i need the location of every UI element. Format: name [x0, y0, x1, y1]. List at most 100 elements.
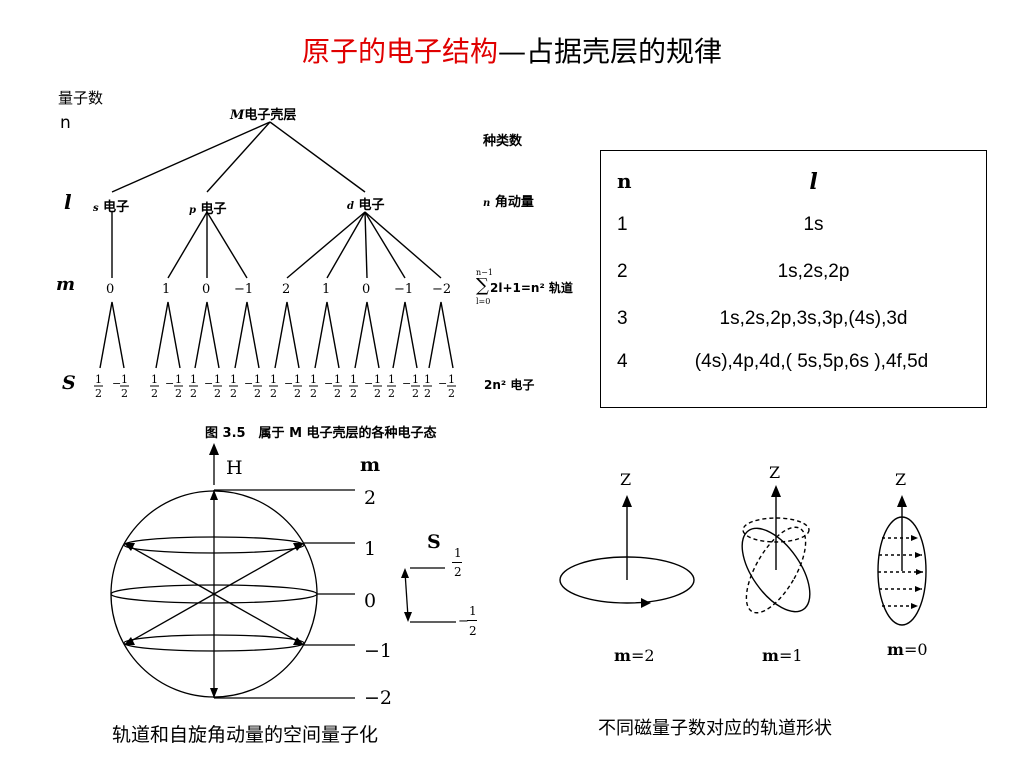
svg-text:2: 2 — [374, 387, 381, 400]
title-main: 原子的电子结构 — [301, 35, 498, 68]
field-h-label: H — [226, 457, 243, 479]
table-header-n: n — [617, 169, 632, 193]
svg-text:−: − — [165, 377, 174, 390]
quantum-m-label: m — [56, 274, 76, 295]
m-level-1: 1 — [364, 538, 377, 560]
m-value: 0 — [362, 282, 371, 297]
svg-text:1: 1 — [448, 373, 455, 386]
spin-up-fraction-bar — [452, 562, 462, 563]
svg-text:−: − — [324, 377, 333, 390]
sum-upper-limit: n−1 — [476, 268, 493, 277]
d-electron-node: d 电子 — [347, 198, 385, 213]
orbit-m1 — [741, 495, 811, 614]
table-row: 2 1s,2s,2p — [601, 261, 986, 293]
sphere-arrowheads — [124, 443, 304, 698]
svg-text:−: − — [438, 377, 447, 390]
svg-text:1: 1 — [121, 373, 128, 386]
spin-fractions: 12 − 12 12 − 12 12 − 12 12 − 12 12 − 12 … — [94, 373, 456, 400]
svg-text:1: 1 — [350, 373, 357, 386]
svg-text:1: 1 — [230, 373, 237, 386]
m-column-header: m — [360, 454, 381, 476]
m-value: 0 — [202, 282, 211, 297]
svg-text:1: 1 — [424, 373, 431, 386]
sum-lower-limit: l=0 — [476, 297, 491, 306]
m-value: 1 — [162, 282, 171, 297]
svg-text:2: 2 — [151, 387, 158, 400]
table-cell-n: 3 — [617, 308, 628, 329]
svg-text:2: 2 — [448, 387, 455, 400]
m-level-2: 2 — [364, 487, 377, 509]
m-level-0: 0 — [364, 590, 377, 612]
table-cell-l: 1s — [803, 214, 824, 235]
table-row: 1 1s — [601, 214, 986, 246]
electron-count-formula: 2n² 电子 — [484, 378, 535, 392]
svg-text:2: 2 — [350, 387, 357, 400]
table-cell-n: 1 — [617, 214, 628, 235]
m-level-neg2: −2 — [364, 687, 393, 709]
orbits-caption: 不同磁量子数对应的轨道形状 — [598, 718, 832, 739]
svg-text:2: 2 — [95, 387, 102, 400]
orbit-m2-z-label: Z — [620, 470, 632, 489]
shell-table: n l 1 1s 2 1s,2s,2p 3 1s,2s,2p,3s,3p,(4s… — [600, 150, 987, 408]
tree-caption: 图 3.5 属于 M 电子壳层的各种电子态 — [205, 426, 437, 441]
spin-s-label: S — [427, 531, 441, 553]
svg-text:−: − — [112, 377, 121, 390]
svg-text:2: 2 — [388, 387, 395, 400]
m-value: 2 — [282, 282, 291, 297]
svg-text:2: 2 — [334, 387, 341, 400]
table-row: 3 1s,2s,2p,3s,3p,(4s),3d — [601, 308, 986, 340]
svg-text:1: 1 — [151, 373, 158, 386]
orbit-m1-z-label: Z — [769, 463, 781, 482]
orbit-m0-label: m=0 — [887, 640, 928, 659]
svg-text:−: − — [284, 377, 293, 390]
m-value: −1 — [394, 282, 414, 297]
orbit-m2 — [559, 505, 695, 604]
table-row: 4 (4s),4p,4d,( 5s,5p,6s ),4f,5d — [601, 351, 986, 383]
orbit-m0-z-label: Z — [895, 470, 907, 489]
spin-up-numerator: 1 — [454, 546, 462, 560]
spin-down-fraction-bar — [467, 620, 477, 621]
m-level-neg1: −1 — [364, 640, 393, 662]
svg-text:2: 2 — [230, 387, 237, 400]
spin-diagram — [404, 567, 456, 623]
spin-down-numerator: 1 — [469, 604, 477, 618]
svg-text:2: 2 — [412, 387, 419, 400]
svg-text:2: 2 — [190, 387, 197, 400]
fraction-row: 12 − 12 12 − 12 12 − 12 12 − 12 12 − 12 … — [94, 373, 456, 400]
svg-text:1: 1 — [95, 373, 102, 386]
tree-branches — [111, 121, 442, 279]
sphere-caption: 轨道和自旋角动量的空间量子化 — [112, 724, 379, 746]
svg-text:2: 2 — [294, 387, 301, 400]
orbit-m2-label: m=2 — [614, 646, 655, 665]
orbit-m1-label: m=1 — [762, 646, 803, 665]
spin-up-denominator: 2 — [454, 565, 462, 579]
quantum-s-label: S — [62, 372, 76, 394]
s-electron-node: s 电子 — [93, 200, 130, 215]
svg-text:1: 1 — [310, 373, 317, 386]
quantum-number-label: 量子数 — [58, 89, 104, 107]
right-type-count: 种类数 — [483, 134, 523, 149]
m-value: 1 — [322, 282, 331, 297]
svg-text:2: 2 — [310, 387, 317, 400]
quantization-sphere — [110, 452, 355, 699]
spin-branches — [99, 301, 454, 369]
svg-text:1: 1 — [175, 373, 182, 386]
svg-text:−: − — [364, 377, 373, 390]
table-header-l: l — [809, 169, 818, 195]
table-header-row: n l — [601, 169, 986, 201]
table-cell-n: 4 — [617, 351, 628, 372]
svg-text:1: 1 — [270, 373, 277, 386]
svg-text:2: 2 — [214, 387, 221, 400]
svg-text:1: 1 — [190, 373, 197, 386]
spin-down-denominator: 2 — [469, 624, 477, 638]
root-node: M电子壳层 — [230, 108, 297, 123]
svg-text:2: 2 — [424, 387, 431, 400]
svg-text:−: − — [402, 377, 411, 390]
spin-down-sign: − — [458, 614, 469, 629]
svg-text:1: 1 — [374, 373, 381, 386]
right-angular-momentum: n 角动量 — [483, 195, 534, 210]
m-value: −2 — [432, 282, 452, 297]
orbit-m0 — [877, 505, 927, 626]
svg-text:2: 2 — [175, 387, 182, 400]
